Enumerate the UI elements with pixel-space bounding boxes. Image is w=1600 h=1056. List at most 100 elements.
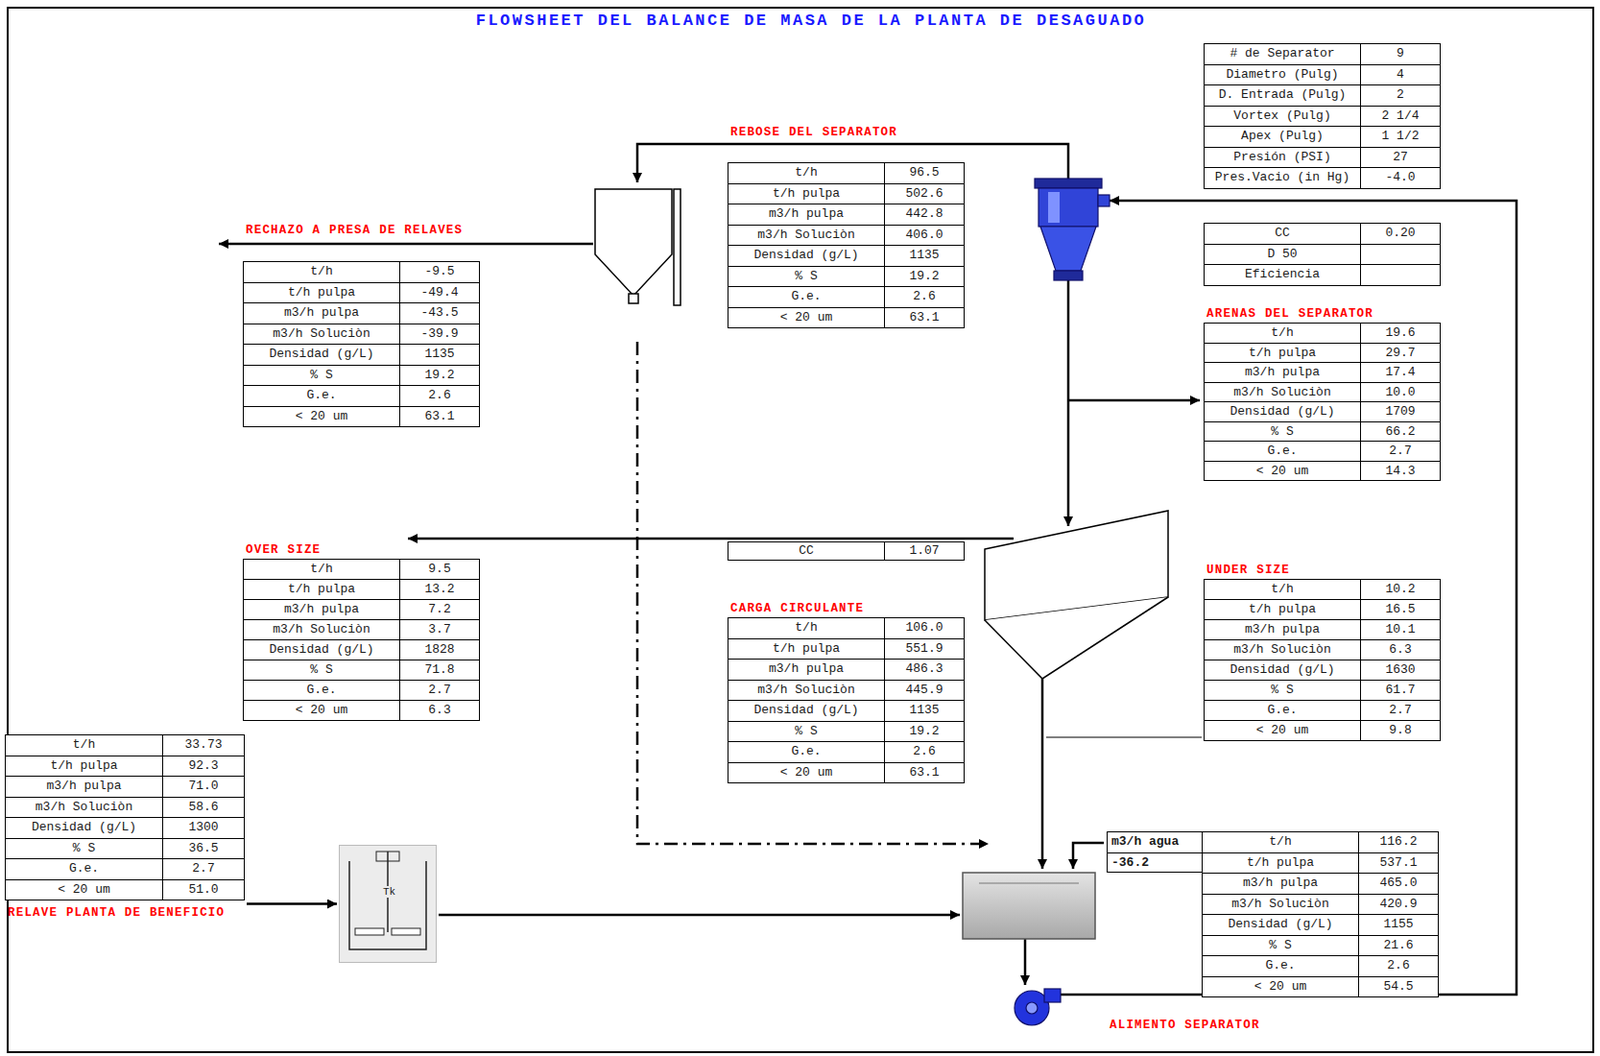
row-value: -9.5	[424, 263, 454, 279]
stream-table: REBOSE DEL SEPARATORt/h96.5t/h pulpa502.…	[727, 125, 965, 329]
table-cell: 4	[1360, 65, 1440, 86]
data-table: t/h116.2t/h pulpa537.1m3/h pulpa465.0m3/…	[1201, 831, 1439, 998]
row-value: 502.6	[905, 186, 943, 201]
table-cell: 2.6	[883, 741, 964, 763]
row-label: m3/h pulpa	[1242, 875, 1318, 890]
table-cell: m3/h pulpa	[243, 599, 400, 620]
table-cell: 486.3	[883, 659, 964, 680]
row-label: < 20 um	[295, 702, 349, 717]
row-value: 2.6	[912, 743, 935, 759]
table-row: G.e.2.7	[243, 679, 479, 700]
water-cells: m3/h agua-36.2	[1106, 831, 1202, 873]
table-row: Eficiencia	[1204, 263, 1440, 286]
row-label: m3/h Soluciòn	[757, 227, 855, 242]
tank-drawing	[339, 845, 436, 962]
table-row: G.e.2.7	[1204, 699, 1440, 720]
row-label: % S	[1270, 424, 1293, 439]
table-cell: 10.0	[1360, 382, 1440, 403]
table-cell: 7.2	[399, 599, 479, 620]
row-value: 442.8	[905, 206, 943, 221]
thickener	[595, 189, 681, 306]
table-cell: % S	[1204, 680, 1361, 700]
row-value: 1709	[1385, 404, 1415, 419]
row-label: % S	[1268, 937, 1291, 953]
row-value: 4	[1396, 67, 1405, 82]
row-label: G.e.	[306, 682, 336, 697]
row-label: < 20 um	[1256, 463, 1310, 478]
table-row: Densidad (g/L)1135	[728, 699, 964, 721]
table-cell: 19.6	[1360, 323, 1440, 343]
stream-heading: RECHAZO A PRESA DE RELAVES	[245, 223, 463, 238]
stream-table: m3/h agua-36.2t/h116.2t/h pulpa537.1m3/h…	[1106, 831, 1439, 1032]
data-table: t/h33.73t/h pulpa92.3m3/h pulpa71.0m3/h …	[4, 734, 245, 901]
hydrocyclone	[1034, 178, 1110, 281]
vibrating-screen	[984, 510, 1169, 679]
data-table: CC0.20D 50Eficiencia	[1203, 222, 1441, 287]
table-cell: 1 1/2	[1360, 126, 1440, 147]
row-value: 33.73	[184, 737, 222, 752]
table-row: m3/h Soluciòn58.6	[5, 796, 244, 818]
table-row: % S36.5	[5, 837, 244, 860]
row-label: % S	[310, 367, 333, 383]
table-row: < 20 um54.5	[1202, 976, 1438, 998]
row-value: 2.6	[1386, 957, 1409, 973]
table-cell: Densidad (g/L)	[243, 344, 400, 365]
row-label: # de Separator	[1229, 46, 1335, 61]
table-cell: 0.20	[1360, 223, 1440, 244]
table-cell: 21.6	[1358, 935, 1438, 956]
table-row: m3/h pulpa 465.0	[1202, 872, 1438, 894]
table-cell: 36.5	[162, 838, 244, 860]
table-cell: Eficiencia	[1204, 264, 1361, 286]
table-cell: 1828	[399, 640, 479, 660]
table-cell: 442.8	[883, 204, 964, 225]
table-cell: G.e.	[1204, 441, 1361, 461]
table-cell: 17.4	[1360, 362, 1440, 383]
row-value: 406.0	[905, 227, 943, 242]
table-cell: -9.5	[399, 262, 479, 283]
agitator-tank: Tk	[338, 844, 437, 963]
table-row: t/h 116.2	[1202, 832, 1438, 853]
table-row: t/h9.5	[243, 559, 479, 579]
parameter-table: # de Separator9Diametro (Pulg)4D. Entrad…	[1203, 43, 1441, 190]
table-cell: m3/h pulpa	[5, 776, 163, 797]
row-label: % S	[794, 723, 817, 739]
water-cell: -36.2	[1107, 852, 1202, 873]
row-value: 92.3	[188, 758, 218, 773]
table-cell: Densidad (g/L)	[1204, 660, 1361, 680]
table-row: % S66.2	[1204, 421, 1440, 442]
row-label: < 20 um	[57, 882, 111, 897]
table-cell: CC	[1204, 223, 1361, 244]
row-label: Densidad (g/L)	[31, 819, 137, 835]
table-cell: 2.6	[399, 385, 479, 406]
table-cell: < 20 um	[1202, 977, 1359, 998]
table-cell: 16.5	[1360, 599, 1440, 620]
row-value: 10.2	[1385, 581, 1415, 597]
table-cell: G.e.	[1204, 700, 1361, 720]
stream-table: UNDER SIZEt/h10.2t/h pulpa16.5m3/h pulpa…	[1203, 563, 1441, 741]
row-value: 116.2	[1379, 834, 1417, 849]
page-title: FLOWSHEET DEL BALANCE DE MASA DE LA PLAN…	[476, 11, 1147, 30]
row-value: 1135	[908, 702, 939, 717]
table-cell: 19.2	[883, 721, 964, 742]
table-cell: CC	[728, 542, 884, 560]
table-cell: t/h	[1204, 323, 1361, 343]
row-value: 106.0	[905, 620, 943, 635]
row-label: t/h pulpa	[287, 285, 356, 300]
table-row: m3/h pulpa17.4	[1204, 361, 1440, 383]
row-value: 465.0	[1379, 875, 1417, 890]
table-cell: G.e.	[728, 286, 884, 308]
table-row: D 50	[1204, 243, 1440, 265]
row-label: t/h	[1270, 581, 1293, 597]
table-row: D. Entrada (Pulg)2	[1204, 84, 1440, 106]
table-row: t/h 10.2	[1204, 579, 1440, 599]
table-row: t/h106.0	[728, 618, 964, 639]
row-label: m3/h Soluciòn	[1233, 642, 1331, 657]
flow-connector	[246, 902, 337, 906]
table-cell: t/h	[728, 163, 884, 184]
table-cell: t/h pulpa	[1204, 599, 1361, 620]
table-cell: 71.8	[399, 660, 479, 680]
table-row: m3/h Soluciòn445.9	[728, 679, 964, 701]
table-row: Diametro (Pulg)4	[1204, 64, 1440, 86]
row-label: t/h	[1268, 834, 1291, 849]
table-cell: Densidad (g/L)	[243, 640, 400, 660]
